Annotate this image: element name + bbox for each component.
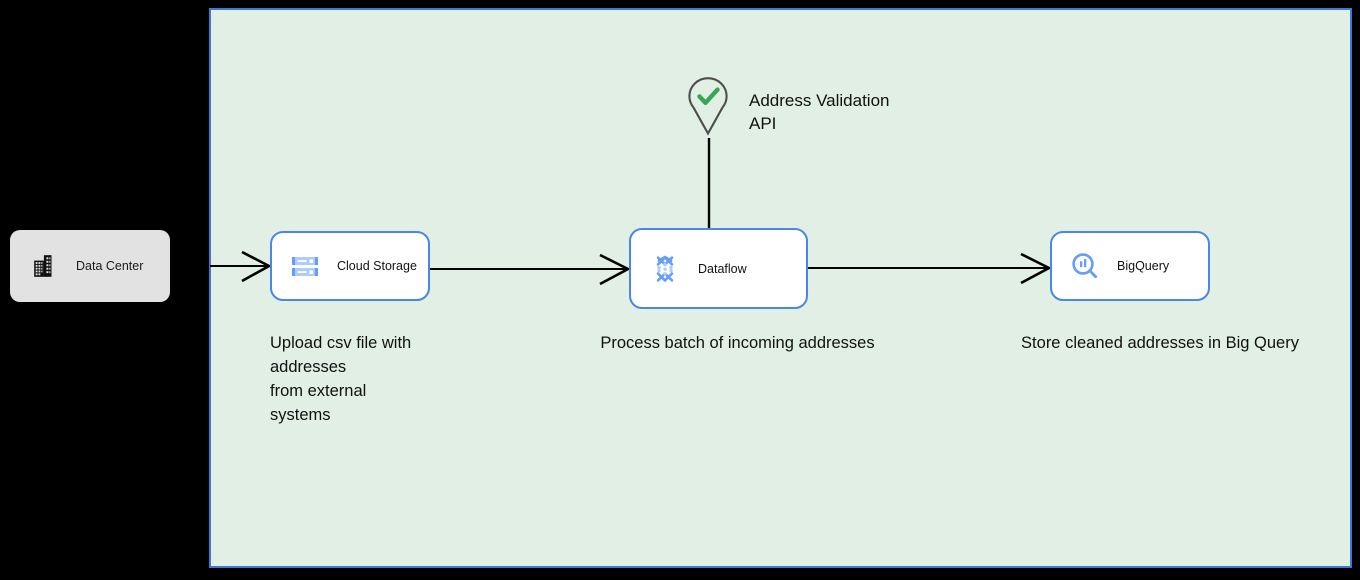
caption-cloud-storage: Upload csv file with addresses from exte…	[270, 334, 412, 424]
cloud-storage-icon	[292, 257, 318, 276]
bigquery-label: BigQuery	[1117, 259, 1170, 273]
dataflow-icon	[656, 255, 674, 282]
bigquery-icon	[1072, 253, 1098, 279]
map-pin-check-icon[interactable]	[686, 76, 730, 136]
node-dataflow[interactable]: Dataflow	[629, 228, 808, 309]
address-validation-api-label: Address Validation API	[749, 91, 890, 133]
office-building-icon	[34, 255, 52, 277]
node-bigquery[interactable]: BigQuery	[1050, 231, 1210, 301]
dataflow-label: Dataflow	[698, 261, 747, 276]
cloud-storage-label: Cloud Storage	[337, 259, 417, 273]
caption-dataflow: Process batch of incoming addresses	[600, 334, 875, 352]
node-data-center[interactable]: Data Center	[10, 230, 170, 302]
caption-bigquery: Store cleaned addresses in Big Query	[1021, 334, 1299, 352]
data-center-label: Data Center	[76, 259, 144, 273]
node-cloud-storage[interactable]: Cloud Storage	[270, 231, 430, 301]
